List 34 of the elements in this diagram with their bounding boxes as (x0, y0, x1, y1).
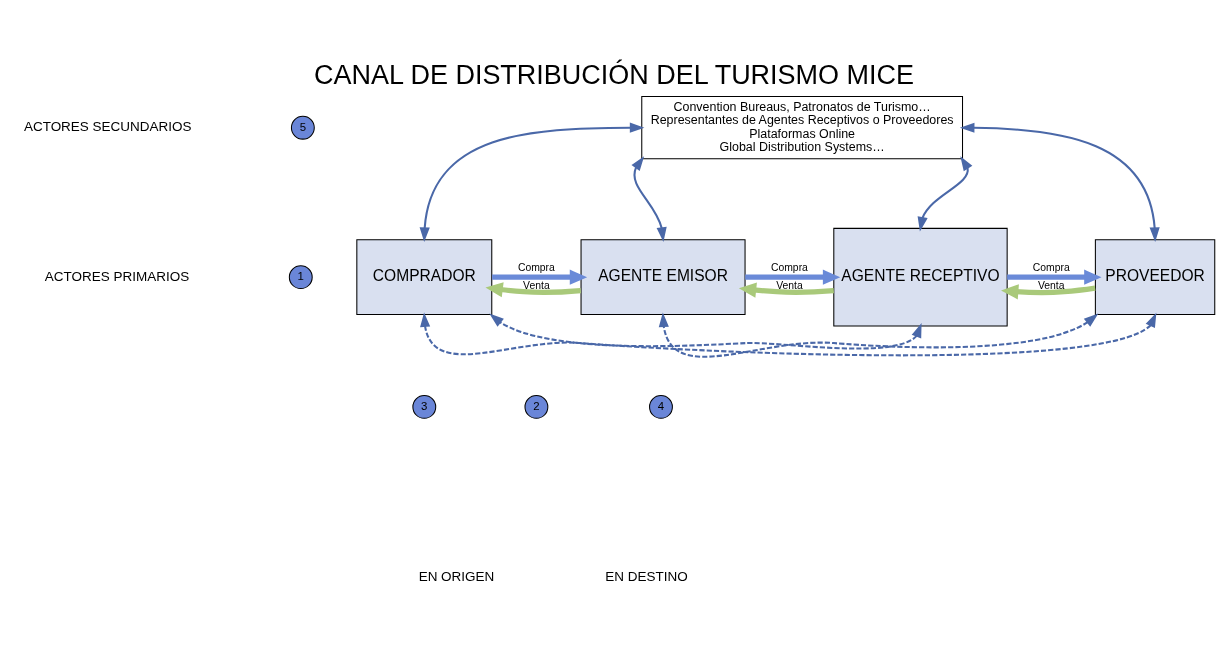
arrow (491, 269, 587, 285)
node-circle: 1 (288, 265, 313, 290)
node-box: AGENTE EMISOR (580, 239, 746, 316)
label: EN DESTINO (604, 568, 688, 584)
node-box: Convention Bureaus, Patronatos de Turismo… Representantes de Agentes Receptivos o Proveedores Plataformas Online Global Distribution Systems… (640, 96, 963, 160)
arrow (959, 122, 1160, 242)
arrow (738, 282, 834, 298)
arrow (744, 269, 840, 285)
edge-label: Venta (775, 279, 803, 291)
arrow (1006, 269, 1102, 285)
node-circle: 2 (523, 395, 548, 419)
edge-label: Compra (770, 261, 808, 273)
arrow (917, 156, 972, 232)
edge-label: Compra (1032, 261, 1070, 273)
node-box: AGENTE RECEPTIVO (832, 227, 1008, 327)
edge-label: Venta (522, 279, 550, 291)
label: EN ORIGEN (418, 568, 494, 584)
node-circle: 4 (648, 395, 673, 419)
arrow (1000, 284, 1095, 300)
arrow (630, 156, 667, 242)
arrow (419, 312, 1156, 357)
arrow (488, 313, 922, 350)
node-box: COMPRADOR (355, 239, 492, 316)
arrow (658, 312, 1098, 358)
diagram-title: CANAL DE DISTRIBUCIÓN DEL TURISMO MICE (313, 59, 914, 90)
node-circle: 3 (411, 395, 436, 419)
label: ACTORES PRIMARIOS (44, 268, 189, 284)
label: ACTORES SECUNDARIOS (23, 119, 191, 135)
arrow (419, 122, 644, 242)
node-circle: 5 (290, 115, 315, 140)
edge-label: Compra (517, 261, 555, 273)
edge-label: Venta (1037, 279, 1065, 291)
arrow (484, 282, 581, 298)
node-box: PROVEEDOR (1094, 239, 1215, 316)
